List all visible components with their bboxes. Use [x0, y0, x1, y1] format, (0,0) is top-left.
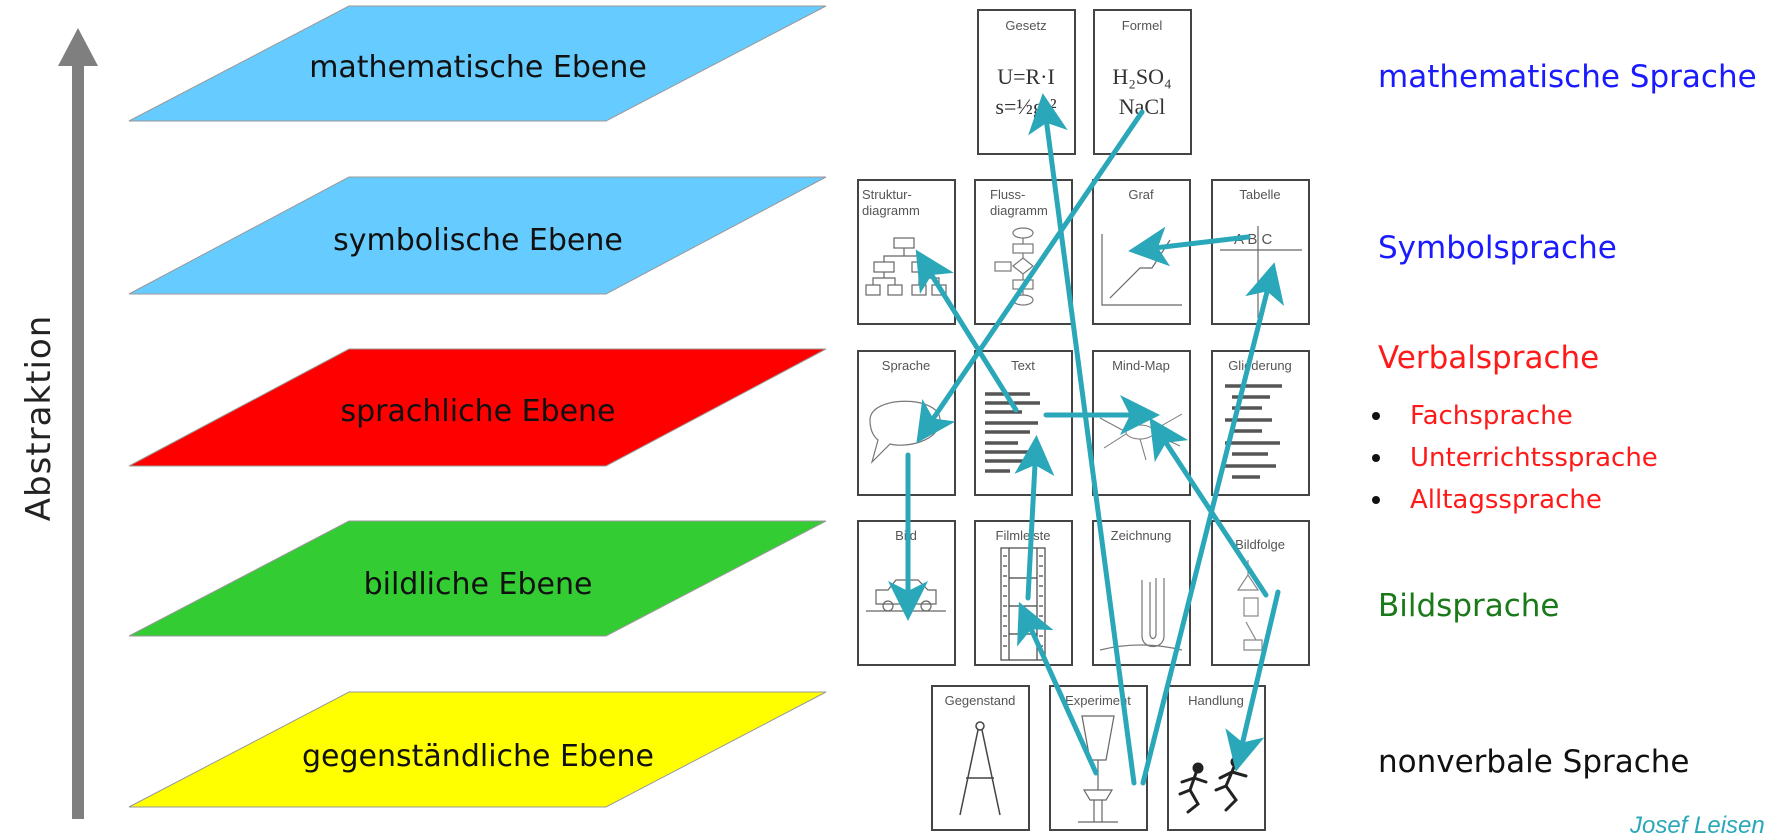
lang-nonverbal-label: nonverbale Sprache: [1378, 744, 1690, 780]
svg-text:Tabelle: Tabelle: [1239, 187, 1280, 202]
svg-text:Mind-Map: Mind-Map: [1112, 358, 1170, 373]
svg-text:Handlung: Handlung: [1188, 693, 1244, 708]
level-math-label: mathematische Ebene: [309, 50, 647, 85]
card-tabelle: Tabelle A B C: [1211, 179, 1310, 325]
card-gliederung: Gliederung: [1211, 350, 1310, 496]
level-concrete-plane: [128, 691, 827, 808]
transfer-arrows: [888, 93, 1285, 786]
level-verbal-plane: [128, 348, 827, 467]
level-concrete-label: gegenständliche Ebene: [302, 739, 654, 774]
arrow-tabelle-to-graf: [1128, 226, 1251, 267]
svg-text:Experiment: Experiment: [1065, 693, 1131, 708]
svg-text:U=R·I: U=R·I: [997, 64, 1055, 89]
svg-text:H₂SO₄: H₂SO₄: [1112, 64, 1171, 89]
axis-arrowhead: [58, 28, 98, 66]
graph-axes-icon: [1101, 234, 1182, 306]
verbal-subitem: Alltagssprache: [1368, 479, 1658, 521]
svg-text:diagramm: diagramm: [990, 203, 1048, 218]
card-strukturdiagramm: Struktur- diagramm: [857, 179, 956, 325]
level-symbolic-plane: [128, 176, 827, 295]
bullet-icon: [1372, 496, 1380, 504]
arrow-experiment-to-tabelle: [1140, 262, 1285, 786]
lang-math-label: mathematische Sprache: [1378, 59, 1757, 95]
author-credit: Josef Leisen: [1630, 812, 1765, 839]
arrow-text-to-strukturdiagramm: [915, 249, 1019, 413]
svg-text:Struktur-: Struktur-: [862, 187, 912, 202]
level-verbal: sprachliche Ebene: [128, 348, 827, 467]
level-math-plane: [128, 5, 827, 122]
svg-text:diagramm: diagramm: [862, 203, 920, 218]
lang-bild-label: Bildsprache: [1378, 588, 1560, 624]
card-experiment: Experiment: [1049, 685, 1148, 831]
svg-text:Zeichnung: Zeichnung: [1111, 528, 1172, 543]
flowchart-icon: [994, 227, 1034, 306]
card-mindmap: Mind-Map: [1092, 350, 1191, 496]
level-pictorial: bildliche Ebene: [128, 520, 827, 637]
arrow-bildfolge-to-handlung: [1225, 589, 1281, 772]
level-pictorial-plane: [128, 520, 827, 637]
svg-text:Formel: Formel: [1122, 18, 1163, 33]
bullet-icon: [1372, 454, 1380, 462]
svg-text:Gliederung: Gliederung: [1228, 358, 1292, 373]
svg-text:Bildfolge: Bildfolge: [1235, 537, 1285, 552]
level-symbolic-label: symbolische Ebene: [333, 223, 623, 258]
arrow-experiment-to-gesetz: [1028, 93, 1137, 786]
axis-shaft: [72, 62, 84, 819]
card-gesetz: Gesetz U=R·I s=½gt²: [977, 9, 1076, 155]
compass-icon: [959, 721, 1001, 816]
bullet-icon: [1372, 412, 1380, 420]
outline-lines-icon: [1225, 384, 1282, 479]
level-math: mathematische Ebene: [128, 5, 827, 122]
level-symbolic: symbolische Ebene: [128, 176, 827, 295]
card-bildfolge: Bildfolge: [1211, 520, 1310, 666]
lang-symbol-label: Symbolsprache: [1378, 230, 1617, 266]
arrow-experiment-to-filmleiste: [1017, 601, 1099, 776]
card-text: Text: [974, 350, 1073, 496]
axis-label: Abstraktion: [19, 315, 59, 522]
card-filmleiste: Filmleiste: [974, 520, 1073, 666]
verbal-subitem: Fachsprache: [1368, 395, 1658, 437]
arrow-formel-to-sprache: [916, 109, 1145, 444]
svg-text:Sprache: Sprache: [882, 358, 930, 373]
level-concrete: gegenständliche Ebene: [128, 691, 827, 808]
u-tube-icon: [1099, 578, 1183, 651]
svg-text:Filmleiste: Filmleiste: [996, 528, 1051, 543]
abstraction-axis: Abstraktion: [19, 28, 98, 819]
svg-text:Gegenstand: Gegenstand: [945, 693, 1016, 708]
verbal-sublist: Fachsprache Unterrichtssprache Alltagssp…: [1368, 395, 1658, 521]
verbal-subitem: Unterrichtssprache: [1368, 437, 1658, 479]
card-zeichnung: Zeichnung: [1092, 520, 1191, 666]
card-gegenstand: Gegenstand: [931, 685, 1030, 831]
lang-verbal-label: Verbalsprache: [1378, 340, 1600, 376]
svg-text:Graf: Graf: [1128, 187, 1154, 202]
level-pictorial-label: bildliche Ebene: [364, 567, 593, 602]
lab-apparatus-icon: [1078, 715, 1118, 823]
svg-text:Gesetz: Gesetz: [1005, 18, 1046, 33]
card-formel: Formel H₂SO₄ NaCl: [1093, 9, 1192, 155]
arrow-filmleiste-to-text: [1014, 435, 1055, 601]
svg-text:Fluss-: Fluss-: [990, 187, 1025, 202]
level-verbal-label: sprachliche Ebene: [341, 394, 616, 429]
arrow-bildfolge-to-mindmap: [1149, 417, 1269, 598]
svg-text:Text: Text: [1011, 358, 1035, 373]
